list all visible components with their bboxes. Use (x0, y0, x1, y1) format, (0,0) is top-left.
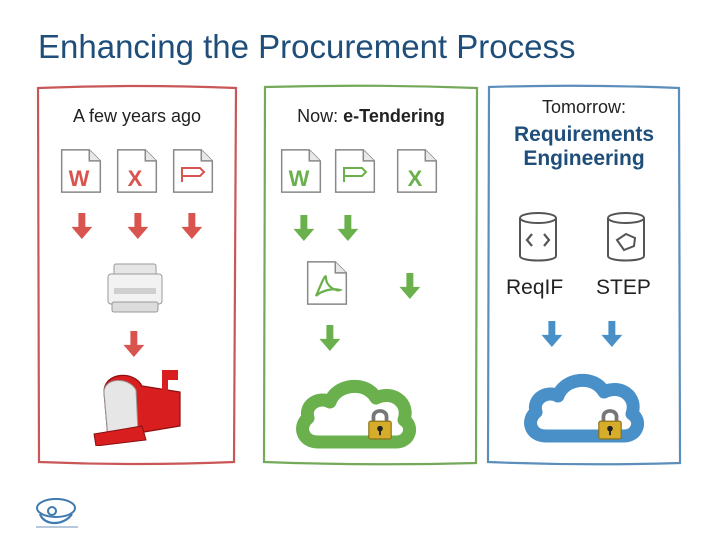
word-doc-icon: W (60, 149, 102, 193)
panel-now: Now: e-Tendering W X (262, 84, 480, 466)
reqif-label: ReqIF (506, 276, 564, 299)
arrow-down-icon (127, 213, 149, 239)
arrow-down-icon (123, 331, 145, 357)
panel-now-frame (262, 84, 479, 466)
mailbox-icon (93, 370, 181, 446)
word-doc-icon: W (280, 149, 322, 193)
panel-past-frame (36, 84, 238, 466)
arrow-down-icon (399, 273, 421, 299)
panel-now-heading-bold: e-Tendering (343, 106, 445, 126)
arrow-down-icon (601, 321, 623, 347)
arrow-down-icon (71, 213, 93, 239)
arrow-down-icon (319, 325, 341, 351)
panel-future-subheading-line1: Requirements (513, 123, 655, 146)
panel-future: Tomorrow: Requirements Engineering ReqIF… (486, 84, 682, 466)
panel-past-heading: A few years ago (72, 106, 202, 126)
panel-now-heading-prefix: Now: (297, 106, 344, 126)
pdf-doc-icon (306, 261, 348, 305)
step-database-icon (607, 212, 645, 262)
lock-icon (366, 408, 394, 441)
svg-text:X: X (408, 166, 423, 191)
arrow-down-icon (541, 321, 563, 347)
excel-doc-icon: X (116, 149, 158, 193)
reqif-database-icon (519, 212, 557, 262)
panel-future-heading: Tomorrow: (541, 97, 626, 117)
step-label: STEP (596, 276, 651, 299)
panel-future-subheading-line2: Engineering (523, 147, 645, 170)
company-logo (36, 498, 78, 528)
slide-title: Enhancing the Procurement Process (38, 28, 576, 65)
panel-now-heading: Now: e-Tendering (262, 106, 480, 127)
secure-cloud-icon (296, 372, 416, 452)
lock-icon (596, 408, 624, 441)
panel-past: A few years ago W X (36, 84, 238, 466)
arrow-down-icon (181, 213, 203, 239)
panel-future-frame (486, 84, 682, 466)
svg-text:X: X (128, 166, 143, 191)
arrow-down-icon (293, 215, 315, 241)
panel-future-subheading: Requirements Engineering (486, 123, 682, 171)
project-doc-icon (172, 149, 214, 193)
secure-cloud-icon (524, 366, 644, 446)
arrow-down-icon (337, 215, 359, 241)
printer-icon (107, 263, 163, 313)
svg-text:W: W (289, 166, 310, 191)
project-doc-icon (334, 149, 376, 193)
excel-doc-icon: X (396, 149, 438, 193)
svg-text:W: W (69, 166, 90, 191)
